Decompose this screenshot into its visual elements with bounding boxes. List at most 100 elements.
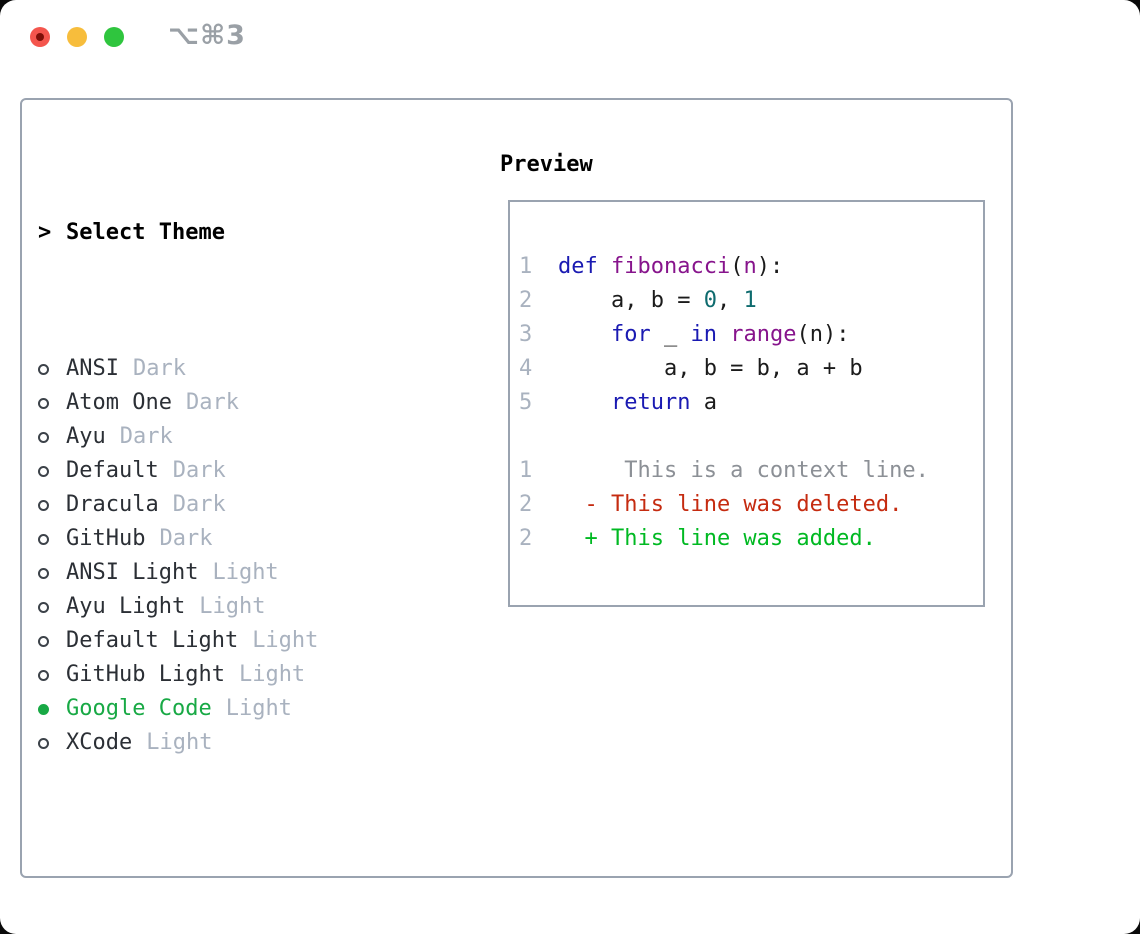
theme-option-xcode[interactable]: XCode Light: [38, 726, 478, 760]
code-token: in: [690, 322, 717, 347]
theme-variant-tag: Dark: [172, 458, 226, 483]
theme-list-column: > Select Theme ANSI Dark Atom One Dark A…: [38, 148, 478, 934]
theme-variant-tag: Dark: [119, 424, 173, 449]
theme-variant-tag: Light: [199, 594, 266, 619]
theme-variant-tag: Light: [146, 730, 213, 755]
code-token: for: [610, 322, 651, 347]
theme-variant-tag: Dark: [159, 526, 213, 551]
theme-option-github-light[interactable]: GitHub Light Light: [38, 658, 478, 692]
theme-name: Default: [66, 458, 159, 483]
code-token: [598, 254, 611, 279]
code-line: 3 for _ in range(n):: [519, 318, 983, 352]
radio-icon: [38, 465, 49, 477]
select-theme-header: > Select Theme: [38, 216, 478, 250]
theme-option-google-code[interactable]: Google Code Light: [38, 692, 478, 726]
radio-icon: [38, 499, 49, 511]
code-token: 0: [703, 288, 717, 313]
code-token: - This line was deleted.: [558, 492, 903, 517]
theme-option-ayu[interactable]: Ayu Dark: [38, 420, 478, 454]
theme-option-ayu-light[interactable]: Ayu Light Light: [38, 590, 478, 624]
select-theme-label: Select Theme: [66, 220, 225, 245]
theme-name: GitHub: [66, 526, 146, 551]
selection-prompt: >: [38, 220, 52, 245]
window-zoom-button[interactable]: [104, 27, 124, 47]
theme-variant-tag: Dark: [172, 492, 226, 517]
radio-icon: [38, 397, 49, 409]
code-token: def: [558, 254, 598, 279]
theme-name: GitHub Light: [66, 662, 225, 687]
code-line: 5 return a: [519, 386, 983, 420]
theme-variant-tag: Dark: [185, 390, 239, 415]
line-number: 2: [519, 526, 533, 551]
radio-icon: [38, 635, 49, 647]
radio-icon: [38, 703, 49, 715]
theme-name: Atom One: [66, 390, 172, 415]
code-line: [519, 420, 983, 454]
code-line: 2 - This line was deleted.: [519, 488, 983, 522]
line-number: 5: [519, 390, 533, 415]
window-close-button[interactable]: [30, 27, 50, 47]
line-number: 4: [519, 356, 533, 381]
code-token: a: [690, 390, 717, 415]
theme-name: Google Code: [66, 696, 212, 721]
theme-name: Dracula: [66, 492, 159, 517]
theme-option-default[interactable]: Default Dark: [38, 454, 478, 488]
radio-icon: [38, 431, 49, 443]
line-number: 1: [519, 458, 533, 483]
code-line: 2 + This line was added.: [519, 522, 983, 556]
theme-name: Ayu Light: [66, 594, 186, 619]
code-token: [717, 322, 730, 347]
theme-option-ansi[interactable]: ANSI Dark: [38, 352, 478, 386]
theme-option-dracula[interactable]: Dracula Dark: [38, 488, 478, 522]
radio-icon: [38, 363, 49, 375]
radio-icon: [38, 737, 49, 749]
code-token: 1: [743, 288, 757, 313]
spacer: [38, 862, 478, 896]
code-line: 1 This is a context line.: [519, 454, 983, 488]
code-line: 4 a, b = b, a + b: [519, 352, 983, 386]
code-token: ):: [756, 254, 784, 279]
code-token: range: [730, 322, 797, 347]
theme-option-atom-one[interactable]: Atom One Dark: [38, 386, 478, 420]
code-token: (n):: [796, 322, 850, 347]
line-number: 2: [519, 288, 533, 313]
radio-icon: [38, 533, 49, 545]
theme-name: ANSI Light: [66, 560, 199, 585]
theme-option-default-light[interactable]: Default Light Light: [38, 624, 478, 658]
window-titlebar: ⌥⌘3: [0, 0, 1140, 74]
preview-header: Preview: [500, 152, 593, 177]
code-token: ,: [716, 288, 744, 313]
theme-name: XCode: [66, 730, 133, 755]
window-minimize-button[interactable]: [67, 27, 87, 47]
theme-variant-tag: Light: [252, 628, 319, 653]
line-number: 3: [519, 322, 533, 347]
code-token: + This line was added.: [558, 526, 876, 551]
close-dot-icon: [36, 33, 44, 41]
radio-icon: [38, 669, 49, 681]
theme-options-list: ANSI Dark Atom One Dark Ayu Dark Default…: [38, 352, 478, 760]
theme-selector-panel: > Select Theme ANSI Dark Atom One Dark A…: [20, 98, 1013, 878]
code-line: [519, 216, 983, 250]
theme-option-ansi-light[interactable]: ANSI Light Light: [38, 556, 478, 590]
code-line: 2 a, b = 0, 1: [519, 284, 983, 318]
code-token: n: [743, 254, 757, 279]
theme-variant-tag: Dark: [132, 356, 186, 381]
theme-variant-tag: Light: [238, 662, 306, 687]
code-token: _: [650, 322, 691, 347]
line-number: 2: [519, 492, 533, 517]
code-token: return: [610, 390, 691, 415]
code-token: fibonacci: [611, 254, 731, 279]
code-token: a, b =: [558, 288, 704, 313]
radio-icon: [38, 567, 49, 579]
line-number: 1: [519, 254, 533, 279]
theme-option-github[interactable]: GitHub Dark: [38, 522, 478, 556]
code-token: a, b = b, a + b: [558, 356, 863, 381]
theme-variant-tag: Light: [225, 696, 292, 721]
code-token: This is a context line.: [558, 458, 929, 483]
window-title-shortcut: ⌥⌘3: [168, 20, 246, 51]
theme-name: Ayu: [66, 424, 106, 449]
theme-name: ANSI: [66, 356, 119, 381]
